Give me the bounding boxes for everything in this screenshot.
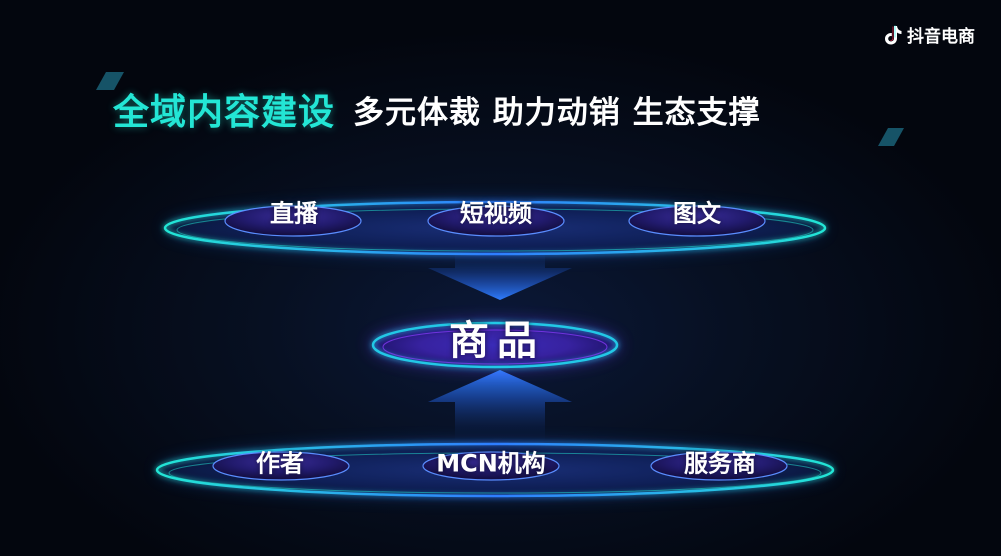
top-item-live: 直播	[270, 199, 318, 228]
bottom-item-mcn: MCN机构	[436, 449, 546, 478]
title-subtitle: 多元体裁 助力动销 生态支撑	[353, 94, 761, 131]
arrow-down-icon	[428, 250, 572, 300]
arrow-up-icon	[428, 370, 572, 440]
title-main: 全域内容建设	[113, 92, 336, 133]
bottom-ring	[155, 442, 835, 498]
center-disc	[370, 321, 620, 369]
brand-name: 抖音电商	[907, 27, 975, 47]
bottom-item-service-provider: 服务商	[684, 449, 756, 478]
page-title: 全域内容建设 多元体裁 助力动销 生态支撑	[113, 84, 761, 134]
douyin-note-icon	[885, 25, 902, 44]
top-ring	[163, 200, 827, 256]
title-frame	[96, 71, 904, 147]
center-item-product: 商品	[449, 318, 545, 364]
bottom-item-creator: 作者	[256, 449, 304, 478]
top-item-short-video: 短视频	[460, 199, 532, 228]
brand-logo: 抖音电商	[884, 22, 975, 47]
top-item-graphic-text: 图文	[673, 199, 721, 228]
